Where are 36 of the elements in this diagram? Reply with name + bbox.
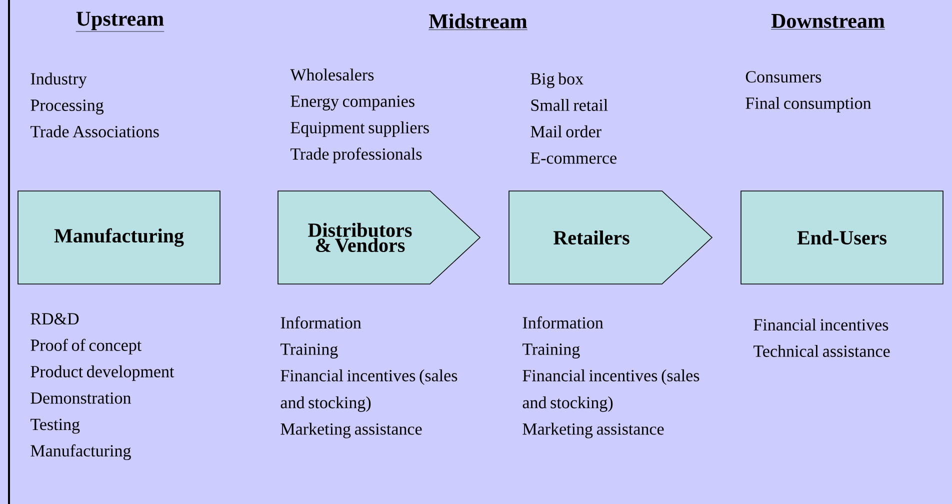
- chevron-box: Retailers: [508, 190, 713, 284]
- list-item: Information: [522, 316, 604, 329]
- list-item: E-commerce: [530, 152, 616, 164]
- list-item: Financial incentives (sales and stocking): [280, 369, 458, 412]
- list-item: Marketing assistance: [522, 422, 664, 438]
- list-item: Proof of concept: [30, 338, 142, 354]
- list-item: Trade Associations: [30, 125, 159, 138]
- list-item: Technical assistance: [754, 345, 890, 357]
- list-item: Trade professionals: [290, 148, 422, 164]
- list-item: Wholesalers: [290, 68, 374, 81]
- list-item: Big box: [530, 72, 584, 88]
- list-item: RD&D: [30, 313, 79, 325]
- list-item: Mail order: [530, 125, 602, 138]
- list-item: Consumers: [746, 71, 822, 83]
- column-heading: Downstream: [770, 14, 886, 30]
- list-item: Training: [280, 344, 338, 358]
- stage-box: End-Users: [740, 190, 944, 284]
- list-item: Marketing assistance: [280, 422, 422, 438]
- list-item: Information: [280, 316, 362, 329]
- list-item: Final consumption: [746, 97, 872, 112]
- column-heading: Midstream: [428, 14, 528, 30]
- list-item: Equipment suppliers: [290, 121, 429, 137]
- list-item: Financial incentives (sales and stocking): [522, 369, 700, 412]
- chevron-box: Distributors & Vendors: [278, 190, 481, 284]
- list-item: Product development: [30, 365, 174, 381]
- list-item: Demonstration: [30, 392, 131, 404]
- list-item: Industry: [30, 72, 87, 88]
- column-heading: Upstream: [76, 12, 164, 32]
- list-item: Small retail: [531, 99, 608, 111]
- list-item: Training: [522, 344, 580, 358]
- list-item: Manufacturing: [30, 444, 131, 460]
- list-item: Energy companies: [290, 96, 414, 110]
- stage-box: Manufacturing: [18, 190, 220, 284]
- list-item: Processing: [30, 100, 104, 114]
- list-item: Testing: [30, 418, 80, 434]
- list-item: Financial incentives: [754, 318, 888, 331]
